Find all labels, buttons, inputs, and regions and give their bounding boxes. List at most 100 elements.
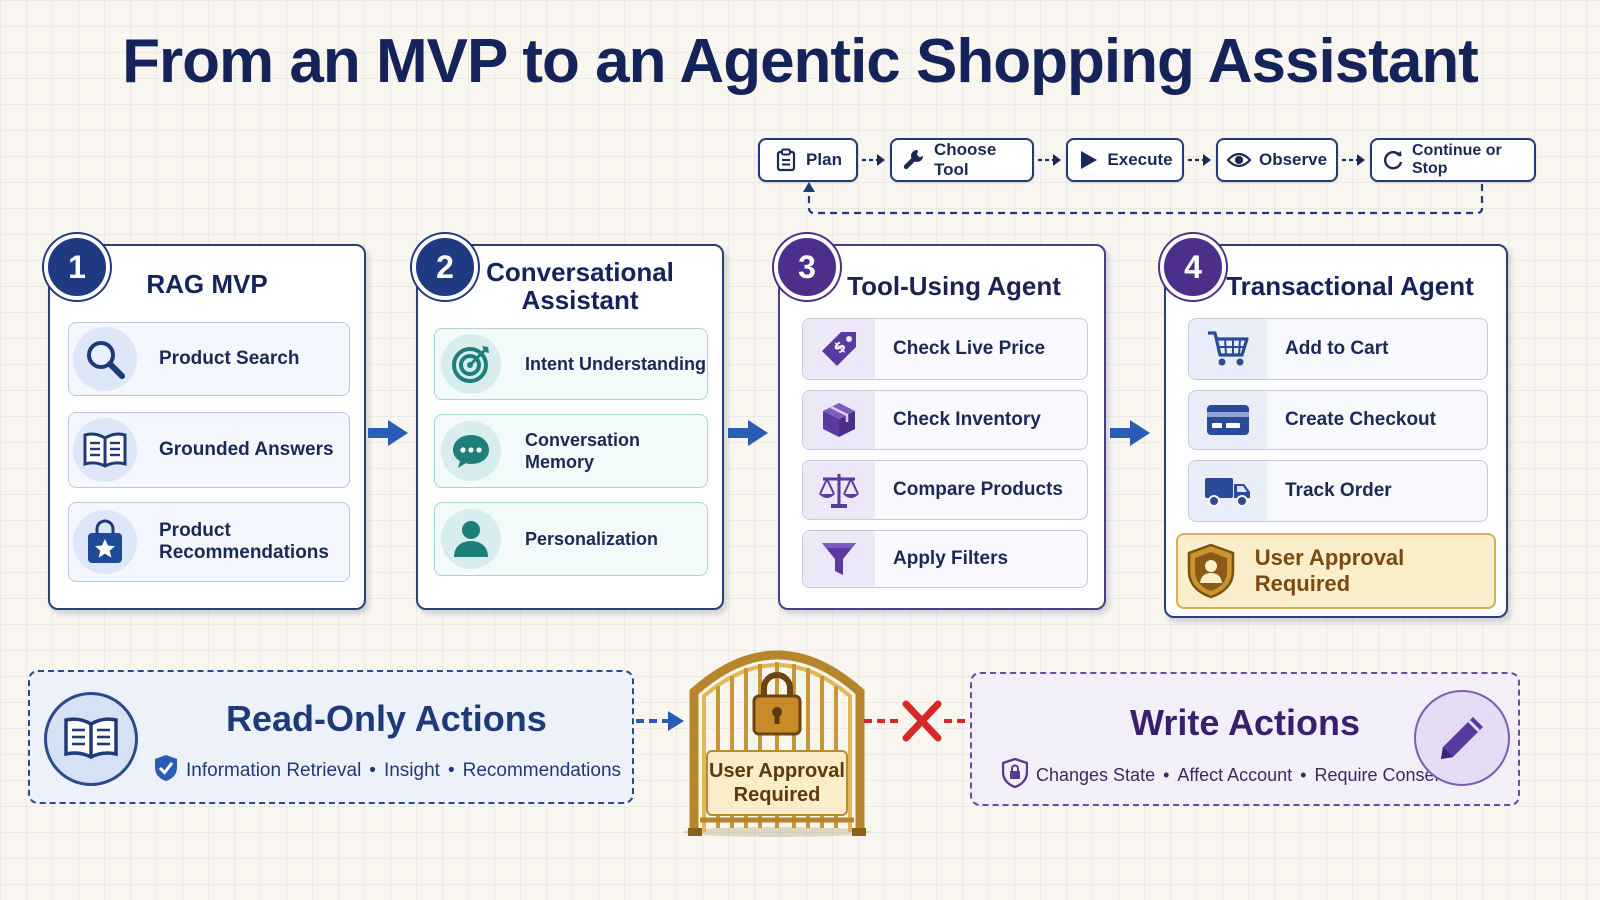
list-item: Compare Products xyxy=(802,460,1088,520)
write-actions-tags: Changes State • Affect Account • Require… xyxy=(1001,757,1450,793)
item-label: Add to Cart xyxy=(1285,338,1389,359)
stage-title: Transactional Agent xyxy=(1226,271,1474,301)
item-label-line: Product xyxy=(159,520,231,541)
stage-number-badge: 2 xyxy=(412,234,478,300)
item-label: Conversation Memory xyxy=(525,430,641,472)
list-item: Track Order xyxy=(1188,460,1488,522)
read-only-actions-panel: Read-Only Actions Information Retrieval … xyxy=(28,670,634,804)
shopping-bag-star-icon xyxy=(73,510,137,574)
list-item: Check Inventory xyxy=(802,390,1088,450)
gate-label: User Approval Required xyxy=(706,750,848,816)
loop-step-observe: Observe xyxy=(1216,138,1338,182)
item-label: Track Order xyxy=(1285,480,1392,501)
separator: • xyxy=(369,760,376,781)
loop-step-label: Observe xyxy=(1258,150,1328,169)
arrow-right-icon xyxy=(368,420,408,446)
list-item: Grounded Answers xyxy=(68,412,350,488)
book-icon xyxy=(73,418,137,482)
list-item: Conversation Memory xyxy=(434,414,708,488)
item-label-line: Recommendations xyxy=(159,542,329,563)
clipboard-icon xyxy=(774,148,798,172)
item-icon-holder xyxy=(69,413,141,487)
loop-step-plan: Plan xyxy=(758,138,858,182)
arrow-icon xyxy=(862,154,885,166)
stage-number-badge: 1 xyxy=(44,234,110,300)
list-item: Intent Understanding xyxy=(434,328,708,400)
tag: Information Retrieval xyxy=(186,760,362,781)
item-label: Check Inventory xyxy=(893,409,1041,430)
tag: Changes State xyxy=(1036,765,1156,785)
tag: Recommendations xyxy=(462,760,622,781)
page-title: From an MVP to an Agentic Shopping Assis… xyxy=(122,27,1479,96)
target-icon xyxy=(441,334,501,394)
item-icon-holder xyxy=(435,415,507,487)
arrow-right-icon xyxy=(1110,420,1150,446)
search-icon xyxy=(73,327,137,391)
user-icon xyxy=(441,509,501,569)
scales-icon xyxy=(803,461,875,519)
shield-check-icon xyxy=(154,754,178,788)
box-icon xyxy=(803,391,875,449)
stage-title: RAG MVP xyxy=(146,269,268,299)
item-label: Grounded Answers xyxy=(159,439,334,460)
arrow-icon xyxy=(1188,154,1211,166)
item-label: Product Recommendations xyxy=(141,520,329,564)
wrench-icon xyxy=(902,148,926,172)
gate-label-line: User Approval xyxy=(709,760,845,782)
item-label: Create Checkout xyxy=(1285,409,1436,430)
approval-label: User Approval Required xyxy=(1254,545,1405,596)
tag: Require Consent xyxy=(1314,765,1450,785)
pencil-icon xyxy=(1414,690,1510,786)
item-label: Check Live Price xyxy=(893,338,1046,359)
stage-number-badge: 4 xyxy=(1160,234,1226,300)
loop-step-choose-tool: Choose Tool xyxy=(890,138,1034,182)
loop-step-label: Execute xyxy=(1107,150,1173,169)
separator: • xyxy=(1163,765,1170,785)
item-label: Compare Products xyxy=(893,479,1063,500)
item-icon-holder xyxy=(69,323,141,395)
list-item: Apply Filters xyxy=(802,530,1088,588)
item-label: Apply Filters xyxy=(893,548,1009,569)
loop-return-connector xyxy=(803,182,1484,215)
read-only-tags: Information Retrieval • Insight • Recomm… xyxy=(154,754,621,788)
item-label: Intent Understanding xyxy=(525,354,706,374)
tag: Affect Account xyxy=(1177,765,1293,785)
blocked-connector xyxy=(864,700,970,742)
stage-title-line: Assistant xyxy=(521,285,639,315)
loop-step-label: Continue or Stop xyxy=(1412,142,1502,177)
price-tag-icon: $ xyxy=(803,319,875,379)
stage-card-tool-using-agent: 3 Tool-Using Agent $ Check Live Price Ch… xyxy=(774,234,1106,610)
chat-bubble-icon xyxy=(441,421,501,481)
stage-number-badge: 3 xyxy=(774,234,840,300)
arrow-icon xyxy=(1038,154,1061,166)
red-x-icon xyxy=(902,700,942,742)
stage-title-line: Conversational xyxy=(486,257,674,287)
separator: • xyxy=(447,760,455,781)
stage-card-conversational-assistant: 2 Conversational Assistant Intent Unders… xyxy=(412,234,724,610)
truck-icon xyxy=(1189,461,1267,521)
arrow-icon xyxy=(1342,154,1365,166)
stage-card-rag-mvp: 1 RAG MVP Product Search Grounded Answer… xyxy=(44,234,366,610)
item-icon-holder xyxy=(435,503,507,575)
list-item: Add to Cart xyxy=(1188,318,1488,380)
stage-title: Conversational Assistant xyxy=(418,258,722,314)
eye-icon xyxy=(1226,148,1251,172)
list-item: Product Recommendations xyxy=(68,502,350,582)
item-label: Personalization xyxy=(525,529,659,549)
loop-step-label: Choose Tool xyxy=(934,140,997,179)
open-book-icon xyxy=(44,692,138,786)
arrow-right-icon xyxy=(636,711,684,731)
item-icon-holder xyxy=(435,329,507,399)
filter-icon xyxy=(803,531,875,587)
list-item: Product Search xyxy=(68,322,350,396)
play-icon xyxy=(1077,148,1099,172)
credit-card-icon xyxy=(1189,391,1267,449)
list-item: $ Check Live Price xyxy=(802,318,1088,380)
shield-user-icon xyxy=(1178,543,1245,599)
list-item: Personalization xyxy=(434,502,708,576)
user-approval-required-item: User Approval Required xyxy=(1176,533,1496,609)
loop-step-label: Plan xyxy=(806,150,842,169)
separator: • xyxy=(1300,765,1307,785)
item-label: Product Search xyxy=(159,348,300,369)
loop-step-execute: Execute xyxy=(1066,138,1184,182)
